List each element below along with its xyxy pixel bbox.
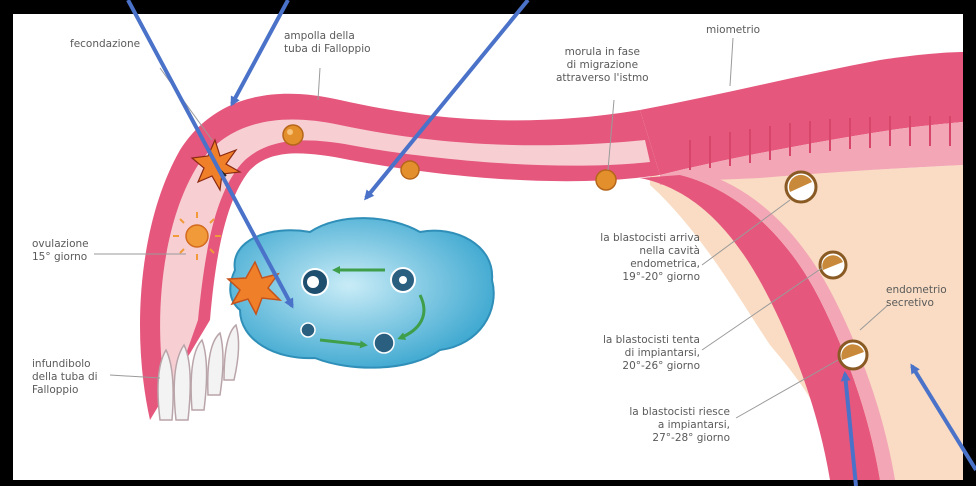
- label-ovulazione: ovulazione 15° giorno: [32, 238, 89, 264]
- label-ampolla: ampolla della tuba di Falloppio: [284, 30, 371, 56]
- label-infundibolo: infundibolo della tuba di Falloppio: [32, 358, 98, 397]
- label-blastocisti-riesce: la blastocisti riesce a impiantarsi, 27°…: [590, 406, 730, 445]
- label-endometrio: endometrio secretivo: [886, 284, 947, 310]
- label-fecondazione: fecondazione: [70, 38, 140, 51]
- label-blastocisti-tenta: la blastocisti tenta di impiantarsi, 20°…: [560, 334, 700, 373]
- label-miometrio: miometrio: [706, 24, 760, 37]
- label-blastocisti-arriva: la blastocisti arriva nella cavità endom…: [560, 232, 700, 284]
- label-morula: morula in fase di migrazione attraverso …: [556, 46, 649, 85]
